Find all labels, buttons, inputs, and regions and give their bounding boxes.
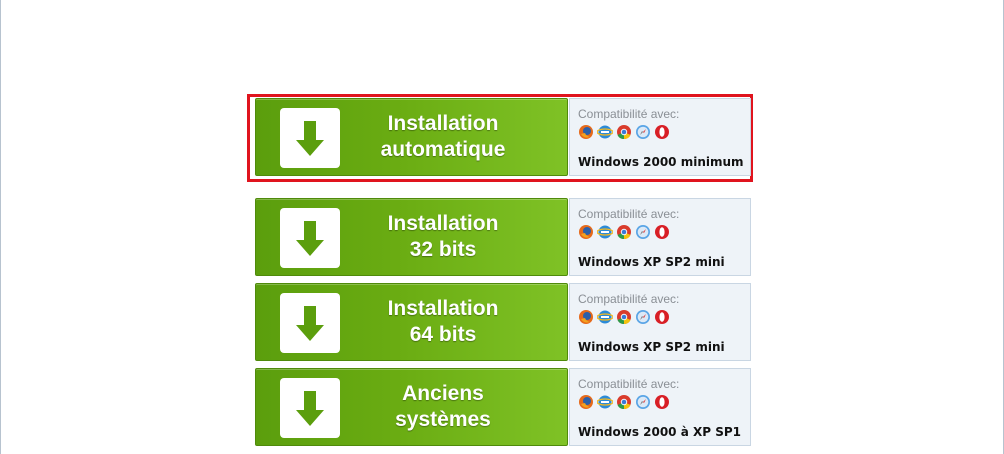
ie-icon bbox=[596, 309, 614, 325]
opera-icon bbox=[654, 124, 670, 140]
button-label-line1: Installation bbox=[387, 212, 499, 235]
download-option-automatic: Installation automatique Compatibilité a… bbox=[255, 98, 751, 176]
os-requirement: Windows 2000 à XP SP1 bbox=[578, 425, 741, 439]
compatibility-panel: Compatibilité avec: Windows 2000 à XP SP… bbox=[569, 368, 751, 446]
browser-icons bbox=[578, 309, 670, 325]
browser-icons bbox=[578, 124, 670, 140]
firefox-icon bbox=[578, 394, 594, 410]
browser-icons bbox=[578, 394, 670, 410]
compatibility-label: Compatibilité avec: bbox=[578, 107, 680, 121]
install-32bit-button[interactable]: Installation 32 bits bbox=[255, 198, 568, 276]
install-automatic-button[interactable]: Installation automatique bbox=[255, 98, 568, 176]
compatibility-panel: Compatibilité avec: Windows XP SP2 mini bbox=[569, 283, 751, 361]
chrome-icon bbox=[616, 224, 632, 240]
selected-option-highlight bbox=[247, 94, 753, 182]
download-arrow-icon bbox=[280, 208, 340, 268]
download-arrow-icon bbox=[280, 378, 340, 438]
download-option-32bit: Installation 32 bits Compatibilité avec:… bbox=[255, 198, 751, 276]
firefox-icon bbox=[578, 309, 594, 325]
browser-icons bbox=[578, 224, 670, 240]
ie-icon bbox=[596, 394, 614, 410]
download-arrow-icon bbox=[280, 108, 340, 168]
button-label-line2: 32 bits bbox=[409, 238, 477, 261]
safari-icon bbox=[635, 309, 651, 325]
safari-icon bbox=[635, 224, 651, 240]
install-legacy-button[interactable]: Anciens systèmes bbox=[255, 368, 568, 446]
button-label-line1: Installation bbox=[387, 112, 499, 135]
os-requirement: Windows XP SP2 mini bbox=[578, 340, 725, 354]
button-label-line1: Anciens bbox=[402, 382, 484, 405]
firefox-icon bbox=[578, 124, 594, 140]
window-border-left bbox=[0, 0, 1, 454]
os-requirement: Windows XP SP2 mini bbox=[578, 255, 725, 269]
opera-icon bbox=[654, 394, 670, 410]
compatibility-label: Compatibilité avec: bbox=[578, 377, 680, 391]
install-64bit-button[interactable]: Installation 64 bits bbox=[255, 283, 568, 361]
download-option-legacy: Anciens systèmes Compatibilité avec: Win… bbox=[255, 368, 751, 446]
firefox-icon bbox=[578, 224, 594, 240]
button-label-line1: Installation bbox=[387, 297, 499, 320]
button-label: Installation 64 bits bbox=[348, 284, 538, 360]
safari-icon bbox=[635, 394, 651, 410]
button-label: Installation automatique bbox=[348, 99, 538, 175]
ie-icon bbox=[596, 124, 614, 140]
download-arrow-icon bbox=[280, 293, 340, 353]
button-label-line2: 64 bits bbox=[409, 323, 477, 346]
os-requirement: Windows 2000 minimum bbox=[578, 155, 744, 169]
compatibility-panel: Compatibilité avec: Windows 2000 minimum bbox=[569, 98, 751, 176]
chrome-icon bbox=[616, 124, 632, 140]
compatibility-label: Compatibilité avec: bbox=[578, 292, 680, 306]
button-label-line2: automatique bbox=[380, 138, 506, 161]
compatibility-label: Compatibilité avec: bbox=[578, 207, 680, 221]
chrome-icon bbox=[616, 309, 632, 325]
button-label-line2: systèmes bbox=[395, 408, 491, 431]
safari-icon bbox=[635, 124, 651, 140]
button-label: Installation 32 bits bbox=[348, 199, 538, 275]
opera-icon bbox=[654, 224, 670, 240]
ie-icon bbox=[596, 224, 614, 240]
download-option-64bit: Installation 64 bits Compatibilité avec:… bbox=[255, 283, 751, 361]
opera-icon bbox=[654, 309, 670, 325]
button-label: Anciens systèmes bbox=[348, 369, 538, 445]
chrome-icon bbox=[616, 394, 632, 410]
compatibility-panel: Compatibilité avec: Windows XP SP2 mini bbox=[569, 198, 751, 276]
